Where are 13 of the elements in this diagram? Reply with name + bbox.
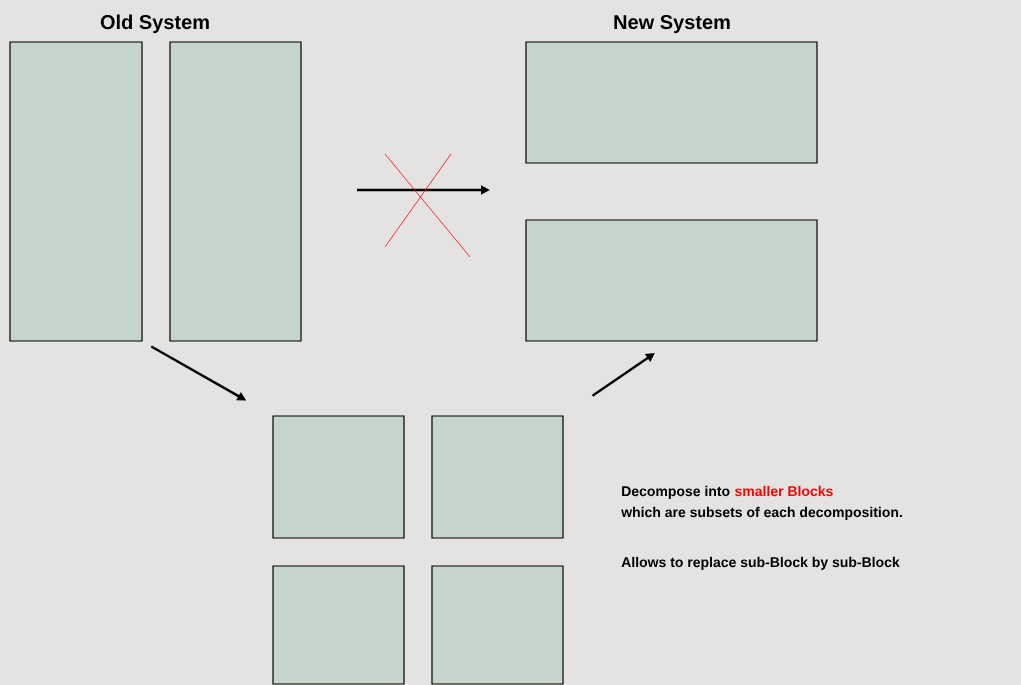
block (9, 41, 143, 342)
heading: Old System (100, 14, 209, 34)
note-text: smaller Blocks (735, 485, 833, 497)
block (525, 41, 818, 164)
block (272, 415, 405, 539)
note-text: Allows to replace sub-Block by sub-Block (621, 556, 900, 570)
note-text: which are subsets of each decomposition. (621, 506, 902, 520)
block (272, 565, 405, 685)
block (431, 415, 564, 539)
block (525, 219, 818, 342)
block (431, 565, 564, 685)
note-text: Decompose into (622, 485, 730, 499)
block (169, 41, 302, 342)
